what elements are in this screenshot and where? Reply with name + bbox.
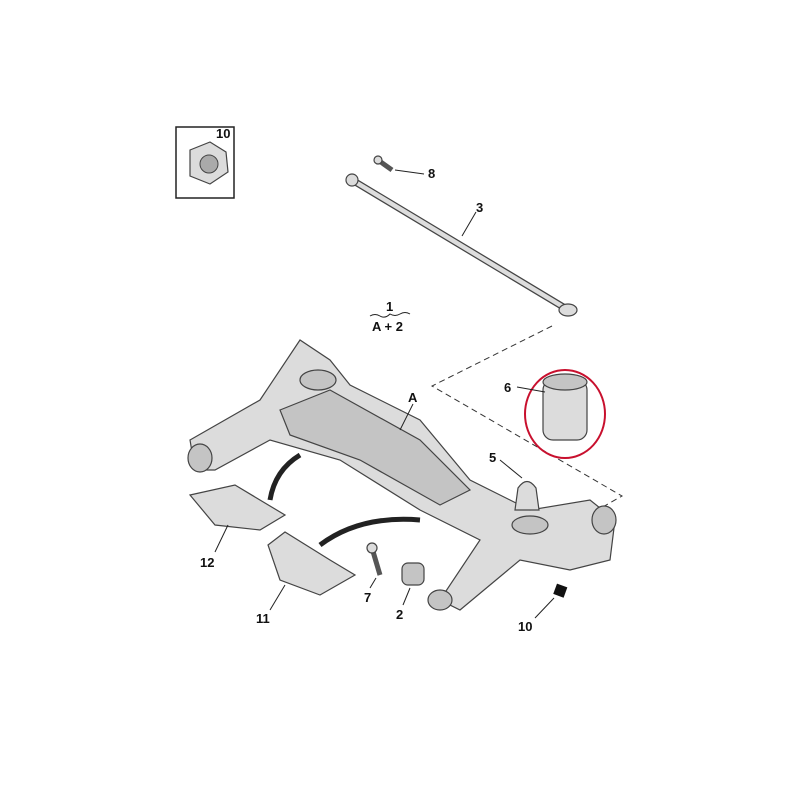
heat-shield-12[interactable]: 12 xyxy=(188,484,287,570)
callout-axle-beam: A xyxy=(408,390,418,405)
callout-bolt-top: 8 xyxy=(428,166,435,181)
callout-nut-bottom: 10 xyxy=(518,619,532,634)
callout-bushing: 2 xyxy=(396,607,403,622)
arrow-arc xyxy=(318,516,421,548)
bolt-7[interactable]: 7 xyxy=(364,542,383,605)
callout-bolt-bottom: 7 xyxy=(364,590,371,605)
assembly-number: 1 xyxy=(386,299,393,314)
callout-nut-box: 10 xyxy=(216,126,230,141)
arrow-arc xyxy=(267,452,302,501)
callout-shield-right: 11 xyxy=(256,611,270,626)
callout-air-spring: 6 xyxy=(504,380,511,395)
dashed-guide xyxy=(430,325,624,521)
bolt-8[interactable]: 8 xyxy=(373,155,435,181)
callout-bump-stop: 5 xyxy=(489,450,496,465)
nut-inset-box[interactable]: 10 xyxy=(175,126,235,199)
callout-shield-left: 12 xyxy=(200,555,214,570)
assembly-formula: A + 2 xyxy=(372,319,403,334)
callout-rod: 3 xyxy=(476,200,483,215)
bump-stop[interactable]: 5 xyxy=(489,450,540,511)
heat-shield-11[interactable]: 11 xyxy=(256,531,357,626)
panhard-rod[interactable]: 3 xyxy=(345,173,578,317)
nut-bottom[interactable]: 10 xyxy=(518,583,568,634)
brace-icon xyxy=(369,312,411,318)
highlight-circle xyxy=(524,369,606,459)
rear-axle-beam[interactable]: A xyxy=(187,339,617,611)
bushing[interactable]: 2 xyxy=(396,562,425,622)
air-spring[interactable]: 6 xyxy=(504,369,606,459)
